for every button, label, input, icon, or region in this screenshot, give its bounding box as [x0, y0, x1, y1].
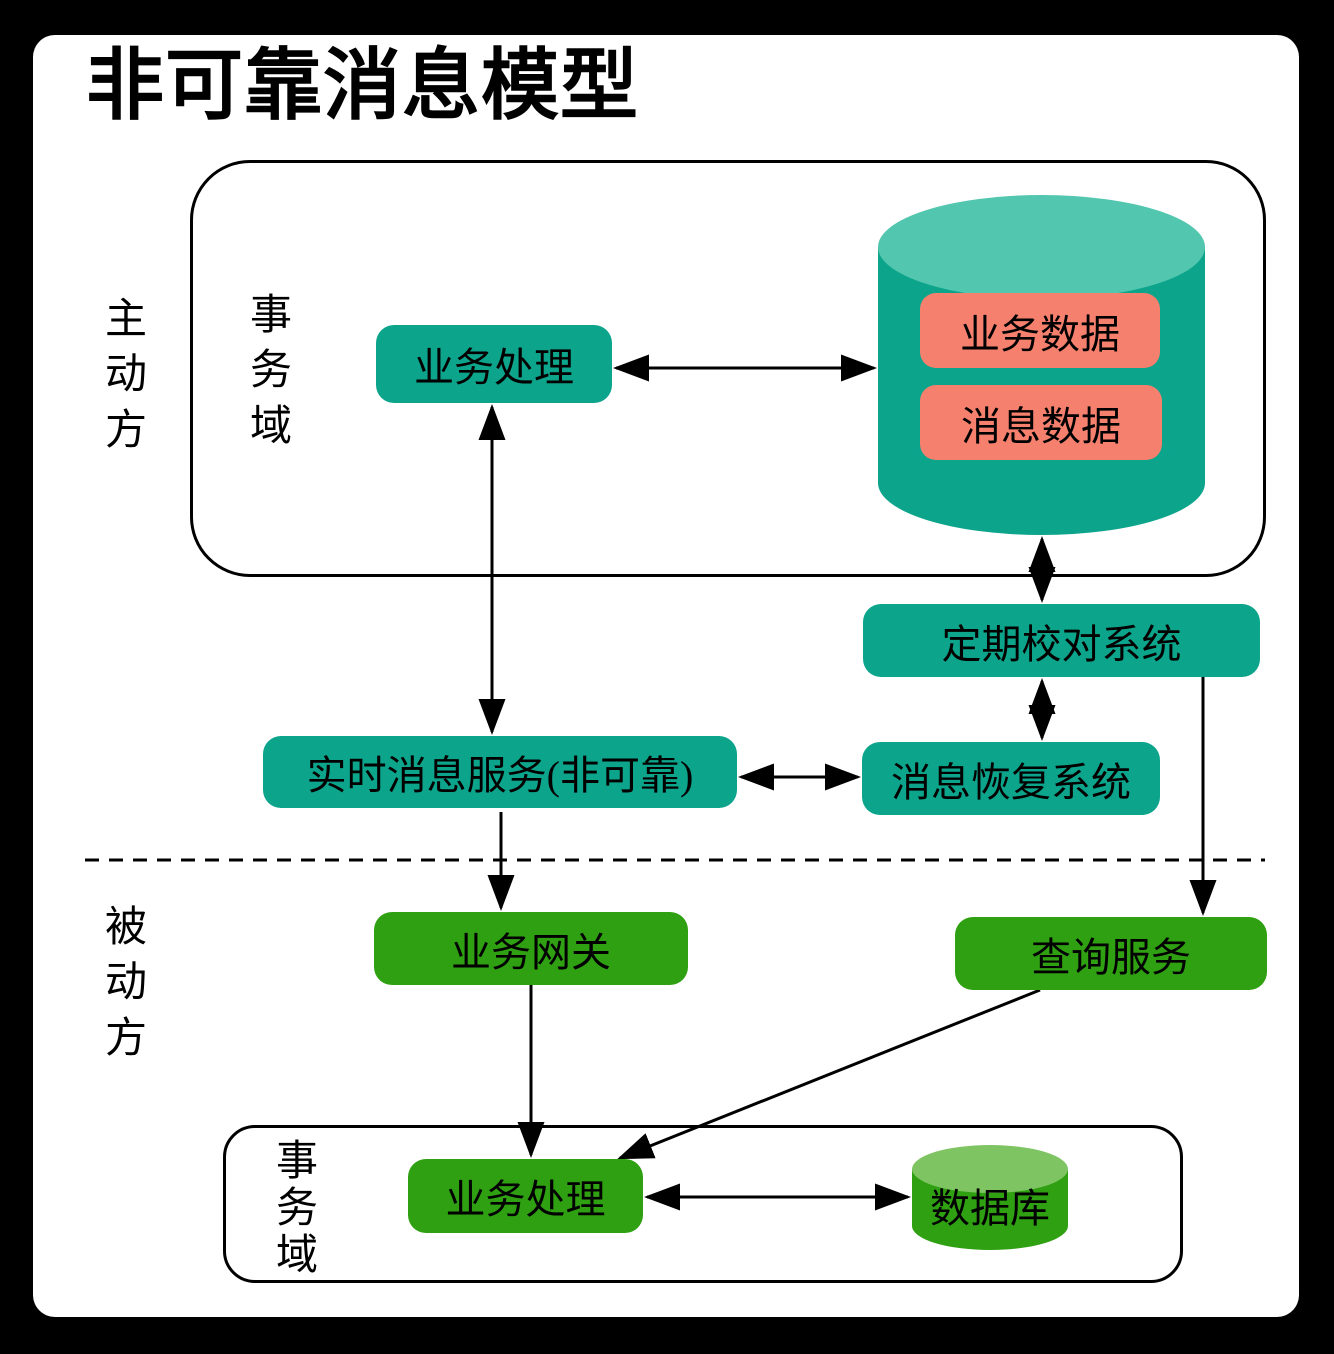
active-party-label: 主动方 [104, 297, 147, 454]
business-data-node: 业务数据 [920, 293, 1160, 368]
message-recovery-node: 消息恢复系统 [862, 742, 1160, 815]
business-gateway-node: 业务网关 [374, 912, 688, 985]
active-transaction-domain-container [190, 160, 1266, 577]
edge-query-service-business-processing-bottom [617, 988, 1041, 1160]
bottom-database-label: 数据库 [930, 1186, 1050, 1231]
query-service-node: 查询服务 [955, 917, 1267, 990]
periodic-reconciliation-node: 定期校对系统 [863, 604, 1260, 677]
passive-transaction-domain-container [223, 1125, 1183, 1283]
transaction-domain-top-label: 事务域 [249, 293, 292, 450]
transaction-domain-bottom-label: 事务域 [275, 1139, 318, 1280]
business-processing-bottom-node: 业务处理 [408, 1159, 643, 1233]
message-data-node: 消息数据 [920, 385, 1162, 460]
connector-layer [85, 354, 1265, 1211]
page-title: 非可靠消息模型 [86, 41, 640, 129]
bottom-database-cylinder [912, 1145, 1068, 1250]
diagram-panel: 非可靠消息模型 主动方 事务域 被动方 事务域 [33, 35, 1299, 1317]
passive-party-label: 被动方 [104, 905, 147, 1062]
realtime-message-service-node: 实时消息服务(非可靠) [263, 736, 737, 808]
business-processing-top-node: 业务处理 [376, 325, 612, 403]
